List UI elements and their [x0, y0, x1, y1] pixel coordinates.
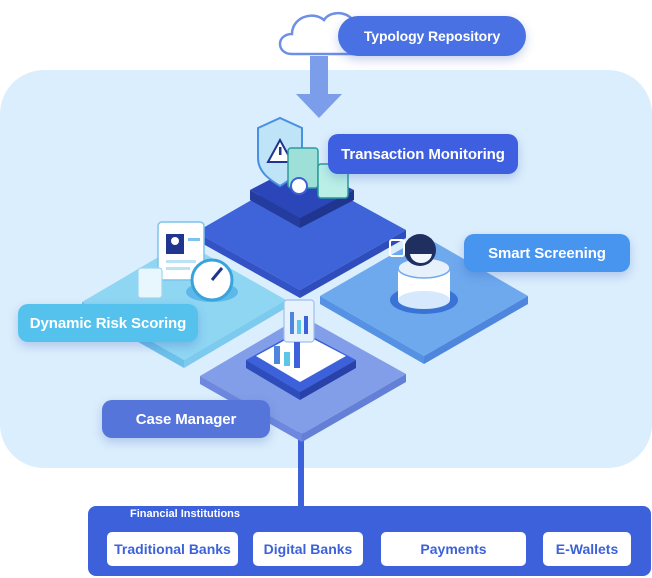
profile-card-icon: [137, 221, 205, 299]
transaction-monitoring-label: Transaction Monitoring: [328, 134, 518, 174]
typology-repository-label: Typology Repository: [338, 16, 526, 56]
person-scan-icon: [389, 234, 458, 314]
chart-report-icon: [246, 299, 356, 400]
connector-line: [298, 400, 304, 508]
financial-institutions-title: Financial Institutions: [130, 508, 241, 520]
institution-payments: Payments: [381, 532, 526, 566]
institution-e-wallets: E-Wallets: [543, 532, 631, 566]
smart-screening-label: Smart Screening: [464, 234, 630, 272]
gauge-icon: [186, 258, 238, 302]
case-manager-label: Case Manager: [102, 400, 270, 438]
institution-digital-banks: Digital Banks: [253, 532, 363, 566]
shield-warning-icon: [250, 116, 354, 228]
down-arrow-icon: [296, 56, 342, 118]
dynamic-risk-scoring-label: Dynamic Risk Scoring: [18, 304, 198, 342]
transaction-monitoring-tile: [196, 172, 406, 298]
institution-traditional-banks: Traditional Banks: [107, 532, 238, 566]
